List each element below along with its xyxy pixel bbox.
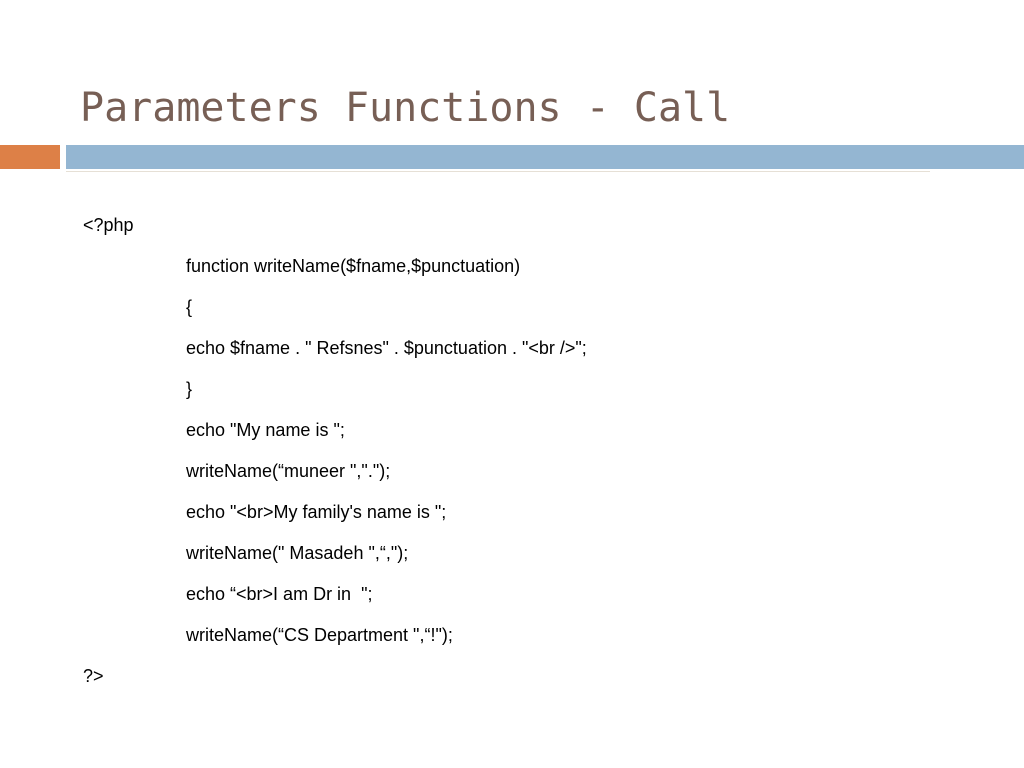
code-line: function writeName($fname,$punctuation) xyxy=(186,256,521,276)
slide-title: Parameters Functions - Call xyxy=(80,85,731,131)
code-line: ?> xyxy=(83,666,104,686)
code-line: } xyxy=(186,379,193,399)
code-line: writeName(“muneer ","."); xyxy=(186,461,391,481)
accent-divider xyxy=(66,171,930,172)
accent-bar-orange xyxy=(0,145,60,169)
code-line: writeName(" Masadeh ",“,"); xyxy=(186,543,409,563)
code-line: <?php xyxy=(83,215,134,235)
code-line: echo “<br>I am Dr in "; xyxy=(186,584,373,604)
code-line: echo "My name is "; xyxy=(186,420,345,440)
accent-bar-blue xyxy=(66,145,1024,169)
code-line: echo "<br>My family's name is "; xyxy=(186,502,447,522)
code-line: echo $fname . " Refsnes" . $punctuation … xyxy=(186,338,587,358)
code-line: { xyxy=(186,297,193,317)
code-line: writeName(“CS Department ",“!"); xyxy=(186,625,453,645)
